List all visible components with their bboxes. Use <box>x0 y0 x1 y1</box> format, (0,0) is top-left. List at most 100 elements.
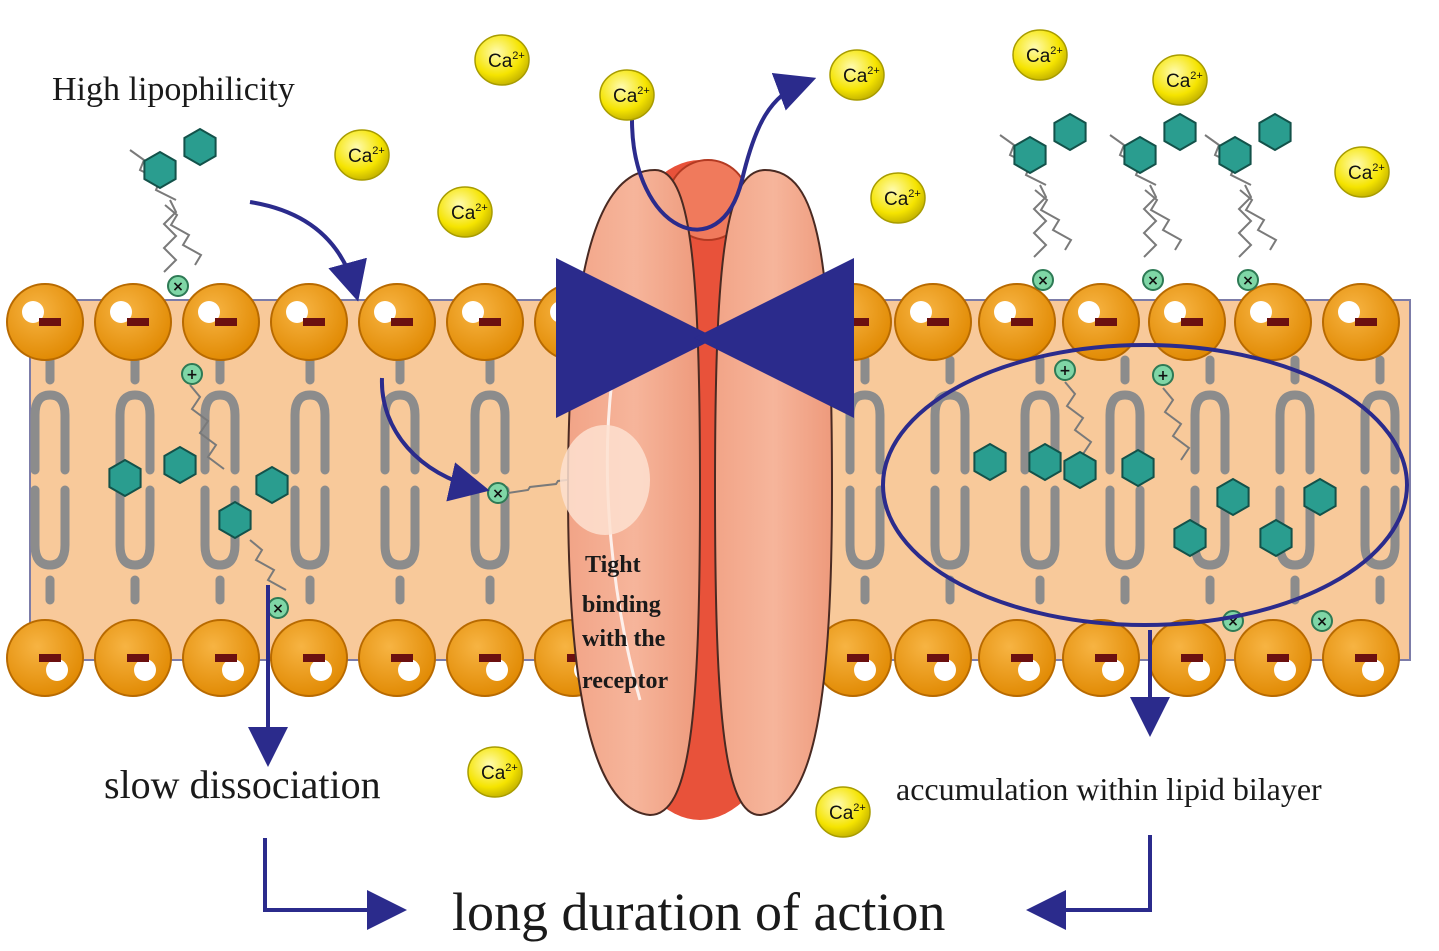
charge-badge: × <box>487 482 509 504</box>
charge-badge: × <box>167 275 189 297</box>
svg-text:×: × <box>172 279 184 295</box>
aromatic-ring-icon <box>1063 450 1097 490</box>
negative-charge-icon <box>127 654 149 662</box>
high-lipophilicity-label: High lipophilicity <box>52 71 295 108</box>
calcium-ion: Ca2+ <box>829 49 885 101</box>
left-to-duration-arrow <box>263 838 407 930</box>
svg-text:×: × <box>1316 614 1328 630</box>
svg-text:+: + <box>186 367 198 383</box>
aromatic-ring-icon <box>1259 518 1293 558</box>
channel-highlight <box>605 379 642 701</box>
aromatic-ring-icon <box>255 465 289 505</box>
free-drug-molecules: × × × × <box>129 112 1292 297</box>
tight-binding-line-1: Tight <box>585 552 641 578</box>
aromatic-ring-icon <box>1013 135 1047 175</box>
aromatic-ring-icon <box>973 442 1007 482</box>
svg-text:+: + <box>1157 368 1169 384</box>
lipid-headgroup <box>1148 283 1226 361</box>
aromatic-ring-icon <box>163 445 197 485</box>
lipid-tail-pair <box>380 485 420 605</box>
aromatic-ring-icon <box>1303 477 1337 517</box>
lipid-tail-pair <box>470 355 510 475</box>
drug-molecule: × <box>129 127 217 297</box>
lipid-headgroup <box>6 619 84 697</box>
charge-badge: × <box>267 597 289 619</box>
negative-charge-icon <box>1355 654 1377 662</box>
negative-charge-icon <box>1095 318 1117 326</box>
insertion-arrow-1 <box>249 200 367 302</box>
charge-badge: × <box>1142 269 1164 291</box>
negative-charge-icon <box>391 318 413 326</box>
negative-charge-icon <box>847 654 869 662</box>
negative-charge-icon <box>1267 654 1289 662</box>
negative-charge-icon <box>1181 318 1203 326</box>
lipid-tail-pair <box>1360 485 1400 605</box>
negative-charge-icon <box>927 318 949 326</box>
aromatic-ring-icon <box>183 127 217 167</box>
svg-text:×: × <box>1227 614 1239 630</box>
charge-badge: × <box>1032 269 1054 291</box>
aromatic-ring-icon <box>218 500 252 540</box>
negative-charge-icon <box>1355 318 1377 326</box>
negative-charge-icon <box>1267 318 1289 326</box>
lipid-headgroup <box>270 283 348 361</box>
negative-charge-icon <box>847 318 869 326</box>
drug-molecule: × <box>1204 112 1292 291</box>
charge-badge: + <box>1152 364 1174 386</box>
drug-molecule: × <box>999 112 1087 291</box>
calcium-ion: Ca2+ <box>1012 29 1068 81</box>
calcium-ion: Ca2+ <box>437 186 493 238</box>
lipid-tail-pair <box>30 485 70 605</box>
negative-charge-icon <box>303 654 325 662</box>
aromatic-ring-icon <box>1216 477 1250 517</box>
lipid-headgroup <box>446 619 524 697</box>
lipid-tail-pair <box>200 485 240 605</box>
lipid-headgroup <box>978 619 1056 697</box>
lipid-headgroup <box>94 619 172 697</box>
aromatic-ring-icon <box>1123 135 1157 175</box>
insertion-arrow-2 <box>379 377 490 502</box>
negative-charge-icon <box>927 654 949 662</box>
lipid-headgroup <box>94 283 172 361</box>
lipid-tail-pair <box>1020 355 1060 475</box>
lipid-headgroup <box>358 283 436 361</box>
accumulation-region <box>881 343 1409 627</box>
aromatic-ring-icon <box>108 458 142 498</box>
svg-text:×: × <box>272 601 284 617</box>
lipid-tail-pair <box>115 355 155 475</box>
aromatic-ring-icon <box>1218 135 1252 175</box>
lipid-headgroup <box>1062 619 1140 697</box>
lipid-tail-pair <box>30 355 70 475</box>
lipid-headgroup <box>270 619 348 697</box>
aromatic-ring-icon <box>1053 112 1087 152</box>
negative-charge-icon <box>39 654 61 662</box>
negative-charge-icon <box>1011 654 1033 662</box>
calcium-ion: Ca2+ <box>467 746 523 798</box>
lipid-tail-pair <box>200 355 240 475</box>
negative-charge-icon <box>479 318 501 326</box>
lipid-headgroup <box>1062 283 1140 361</box>
negative-charge-icon <box>303 318 325 326</box>
accumulation-label: accumulation within lipid bilayer <box>896 771 1322 807</box>
svg-text:×: × <box>1242 273 1254 289</box>
svg-text:+: + <box>1059 363 1071 379</box>
charge-badge: + <box>1054 359 1076 381</box>
lipid-headgroup <box>1322 619 1400 697</box>
aromatic-ring-icon <box>1163 112 1197 152</box>
binding-site-glow <box>560 425 650 535</box>
lipid-headgroup <box>6 283 84 361</box>
lipid-tail-pair <box>845 485 885 605</box>
calcium-ion: Ca2+ <box>1334 146 1390 198</box>
tight-binding-line-4: receptor <box>582 668 669 694</box>
drug-molecule: × <box>1109 112 1197 291</box>
lipid-headgroup <box>182 283 260 361</box>
charge-badge: + <box>181 363 203 385</box>
svg-text:×: × <box>1037 273 1049 289</box>
calcium-ion: Ca2+ <box>474 34 530 86</box>
lipid-headgroup <box>1234 283 1312 361</box>
aromatic-ring-icon <box>1173 518 1207 558</box>
right-to-duration-arrow <box>1026 835 1152 930</box>
aromatic-ring-icon <box>1028 442 1062 482</box>
charge-badge: × <box>1237 269 1259 291</box>
negative-charge-icon <box>127 318 149 326</box>
